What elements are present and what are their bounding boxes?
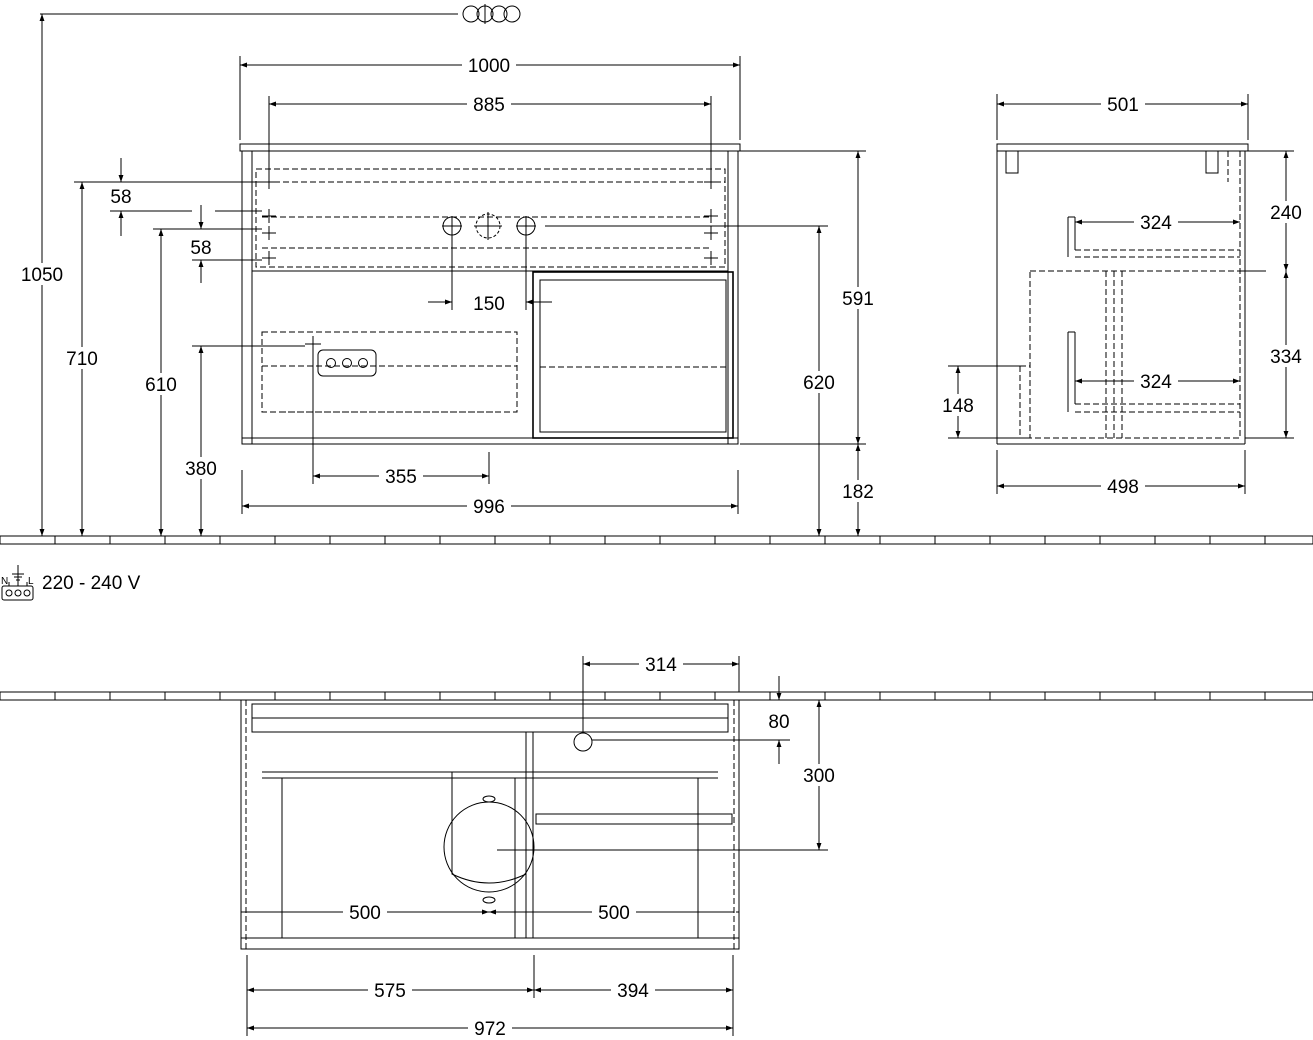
dim-label-620: 620 (803, 373, 835, 394)
wall-line (0, 691, 1313, 701)
socket-icon (305, 336, 377, 377)
dim-label-324-lower: 324 (1140, 372, 1172, 393)
water-connection-icon (516, 216, 536, 236)
plan-view (240, 656, 828, 1036)
electrical-connection-icon (1, 565, 34, 601)
dim-label-314: 314 (645, 655, 677, 676)
dim-label-972: 972 (474, 1019, 506, 1040)
dim-label-394: 394 (617, 981, 649, 1002)
dim-label-240: 240 (1270, 203, 1302, 224)
dim-label-58-a: 58 (110, 187, 131, 208)
neutral-letter: N (1, 576, 8, 587)
dim-label-885: 885 (473, 95, 505, 116)
dim-label-324-upper: 324 (1140, 213, 1172, 234)
dim-label-500-left: 500 (349, 903, 381, 924)
dim-label-150: 150 (473, 294, 505, 315)
side-view (948, 94, 1294, 494)
dim-label-300: 300 (803, 766, 835, 787)
front-dimensions (39, 14, 861, 536)
dim-label-1000: 1000 (468, 56, 510, 77)
live-letter: L (28, 576, 34, 587)
dim-label-1050: 1050 (21, 265, 63, 286)
drain-hole-icon (573, 732, 593, 752)
dim-label-355: 355 (385, 467, 417, 488)
voltage-label: 220 - 240 V (42, 573, 141, 594)
dim-label-148: 148 (942, 396, 974, 417)
dim-label-58-b: 58 (190, 238, 211, 259)
dim-label-500-right: 500 (598, 903, 630, 924)
valve-symbol-icon (462, 4, 521, 24)
dim-label-610: 610 (145, 375, 177, 396)
dim-label-334: 334 (1270, 347, 1302, 368)
dim-label-380: 380 (185, 459, 217, 480)
floor-line (0, 535, 1313, 545)
dim-label-498: 498 (1107, 477, 1139, 498)
dim-label-80: 80 (768, 712, 789, 733)
dimension-labels: 1000 885 1050 710 610 380 58 58 150 355 … (1, 54, 1307, 1040)
front-view (40, 4, 866, 514)
dim-label-710: 710 (66, 349, 98, 370)
dim-label-996: 996 (473, 497, 505, 518)
drain-connection-icon (474, 212, 502, 240)
dim-label-182: 182 (842, 482, 874, 503)
dim-label-501: 501 (1107, 95, 1139, 116)
dim-label-591: 591 (842, 289, 874, 310)
dim-label-575: 575 (374, 981, 406, 1002)
water-connection-icon (442, 216, 462, 236)
